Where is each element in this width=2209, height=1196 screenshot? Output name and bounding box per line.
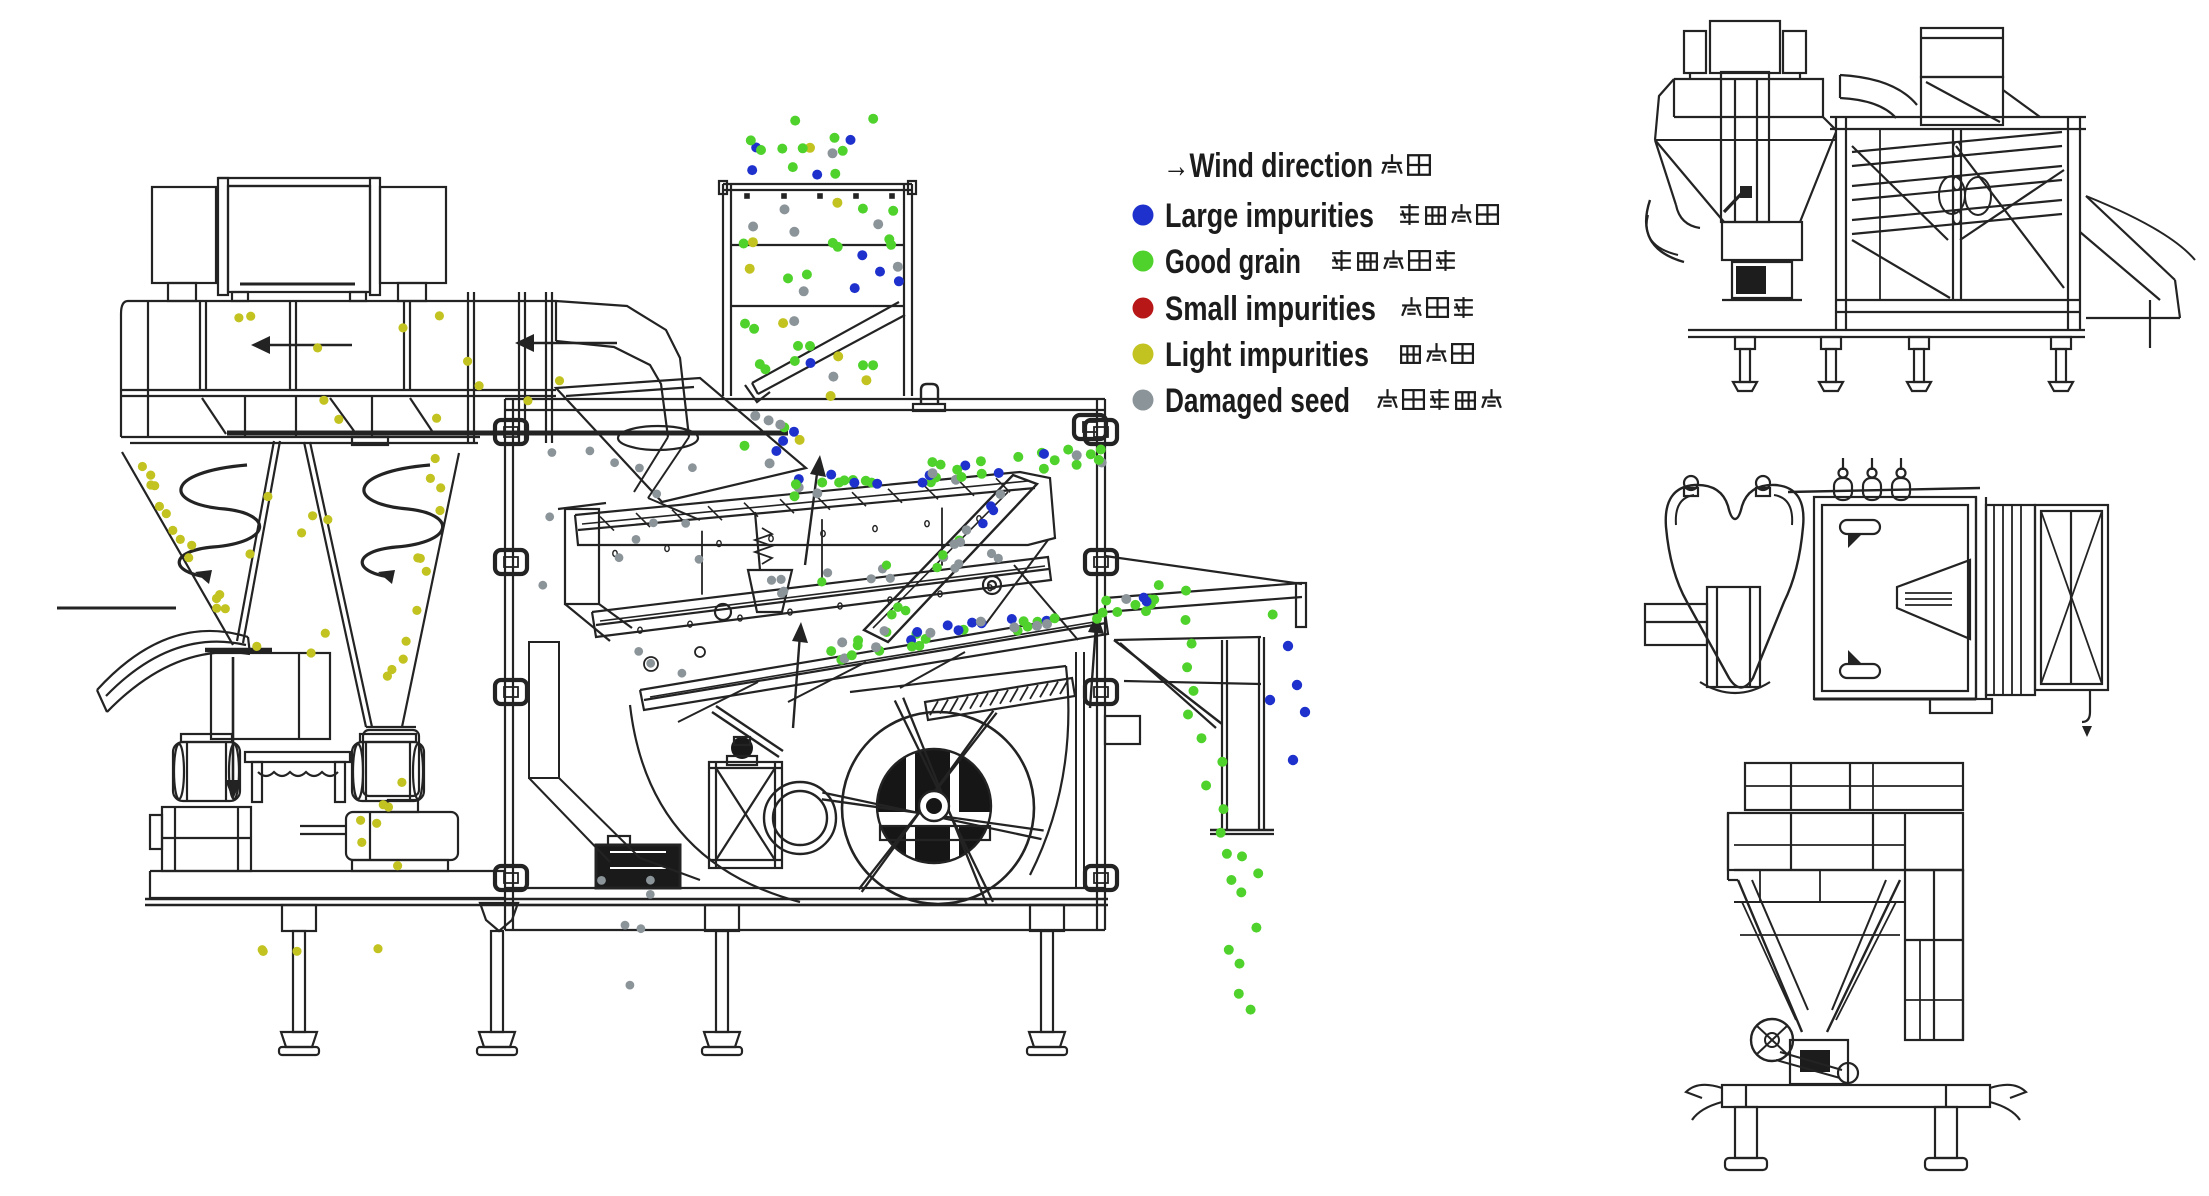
svg-text:Good grain: Good grain — [1165, 243, 1301, 281]
svg-text:Damaged seed: Damaged seed — [1165, 382, 1350, 420]
svg-text:Small impurities: Small impurities — [1165, 290, 1376, 328]
svg-text:Large impurities: Large impurities — [1165, 197, 1374, 235]
svg-text:→Wind direction: →Wind direction — [1163, 147, 1373, 185]
svg-text:Light impurities: Light impurities — [1165, 336, 1369, 374]
